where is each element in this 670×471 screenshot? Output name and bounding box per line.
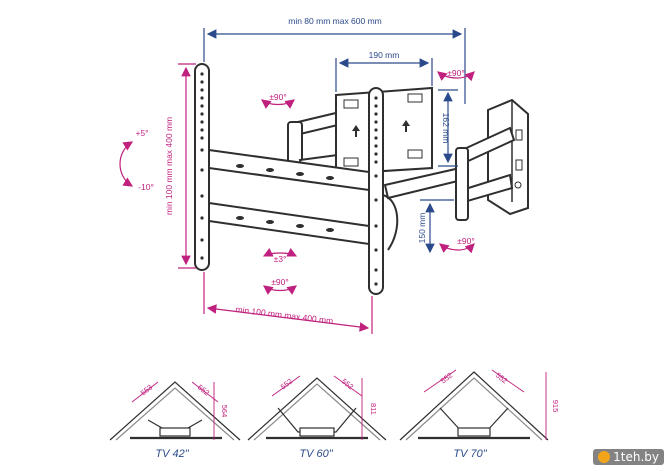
wall-plate	[487, 98, 529, 216]
bracket-width-label: 190 mm	[369, 50, 400, 60]
top-width-label: min 80 mm max 600 mm	[288, 16, 382, 26]
rotation-top-left-label: ±90°	[269, 92, 287, 102]
watermark-text: 1teh.by	[613, 450, 659, 464]
crossbars	[208, 148, 370, 246]
tv60-depth-dim: 811	[369, 403, 378, 415]
watermark: 1teh.by	[593, 449, 664, 465]
swivel-small-label: ±3°	[274, 254, 287, 264]
dimension-lines	[203, 28, 466, 254]
corner-view-tv42: 553 552 564 TV 42"	[109, 381, 241, 460]
arm-drop-label: 150 mm	[417, 213, 427, 244]
tv60-label: TV 60"	[299, 448, 333, 460]
vesa-vertical-label: min 100 mm max 400 mm	[164, 117, 174, 215]
corner-view-tv70: 552 552 915 TV 70"	[399, 369, 560, 460]
left-vesa-rail	[194, 63, 210, 271]
rotation-bottom-label: ±90°	[271, 277, 289, 287]
tilt-down-label: -10°	[138, 182, 154, 192]
lower-arm	[383, 126, 516, 221]
magenta-lines	[119, 63, 475, 334]
tv42-depth-dim: 564	[220, 405, 229, 418]
tv42-label: TV 42"	[155, 448, 189, 460]
tv70-depth-dim: 915	[551, 400, 560, 413]
corner-view-tv60: 552 552 811 TV 60"	[247, 375, 387, 460]
rotation-right-bottom-label: ±90°	[457, 236, 475, 246]
tv70-label: TV 70"	[453, 448, 487, 460]
site-logo-icon	[598, 451, 611, 463]
vesa-horizontal-label: min 100 mm max 400 mm	[235, 304, 334, 326]
right-vesa-rail	[368, 87, 384, 295]
plate-height-label: 162 mm	[441, 113, 451, 144]
wall-mount-drawing	[194, 63, 529, 295]
tilt-up-label: +5°	[135, 128, 148, 138]
rotation-top-right-label: ±90°	[447, 68, 465, 78]
